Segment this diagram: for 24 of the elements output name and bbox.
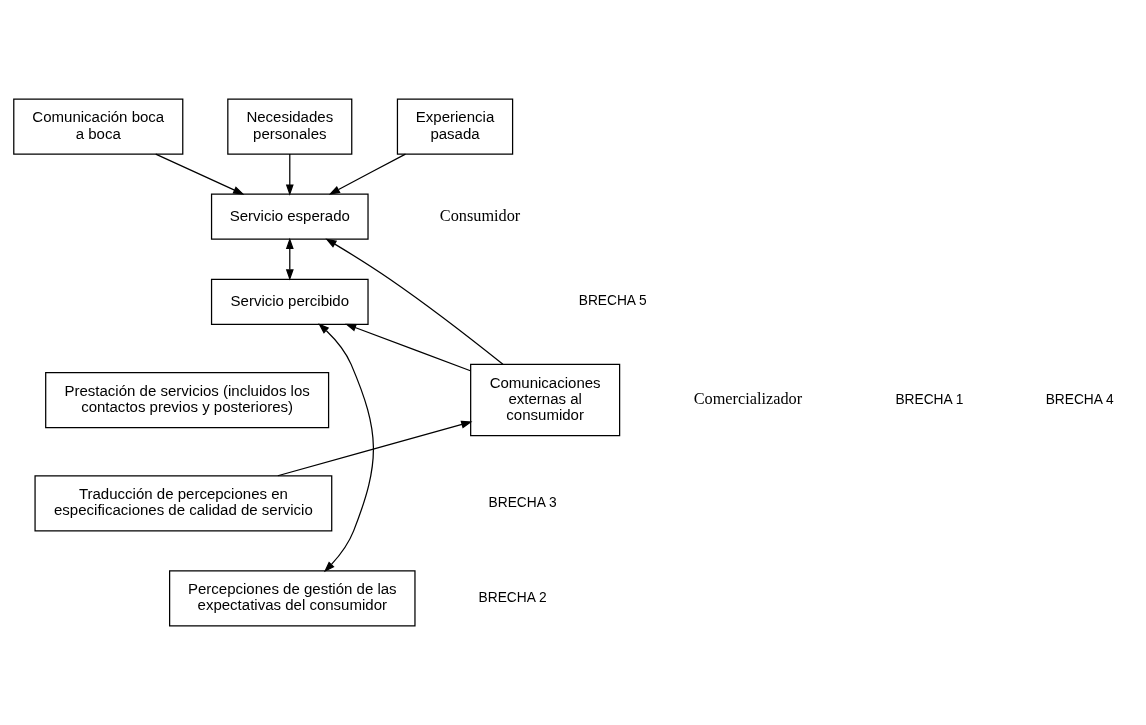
label: BRECHA 5 <box>578 293 647 309</box>
node-box: Servicio percibido <box>210 278 369 325</box>
node-box: Comunicación boca a boca <box>13 98 184 155</box>
label: Consumidor <box>439 206 521 225</box>
arrow <box>155 153 245 195</box>
label: BRECHA 4 <box>1045 391 1114 407</box>
arrow <box>318 323 375 573</box>
arrow <box>285 153 294 196</box>
node-box: Servicio esperado <box>210 193 369 240</box>
node-box: Experiencia pasada <box>396 98 514 155</box>
label: Comercializador <box>693 390 803 409</box>
label: BRECHA 3 <box>488 494 557 510</box>
node-box: Necesidades personales <box>227 98 353 155</box>
node-box: Percepciones de gestión de las expectativas del consumidor <box>169 570 416 627</box>
label: BRECHA 2 <box>478 589 547 605</box>
arrow <box>277 420 473 477</box>
node-box: Prestación de servicios (incluidos los contactos previos y posteriores) <box>45 371 330 429</box>
arrow <box>325 238 504 365</box>
node-box: Traducción de percepciones en especificaciones de calidad de servicio <box>34 475 333 532</box>
label: BRECHA 1 <box>895 391 964 407</box>
arrow <box>345 323 471 372</box>
arrow <box>285 237 294 281</box>
node-box: Comunicaciones externas al consumidor <box>470 363 621 437</box>
arrow <box>328 153 407 195</box>
